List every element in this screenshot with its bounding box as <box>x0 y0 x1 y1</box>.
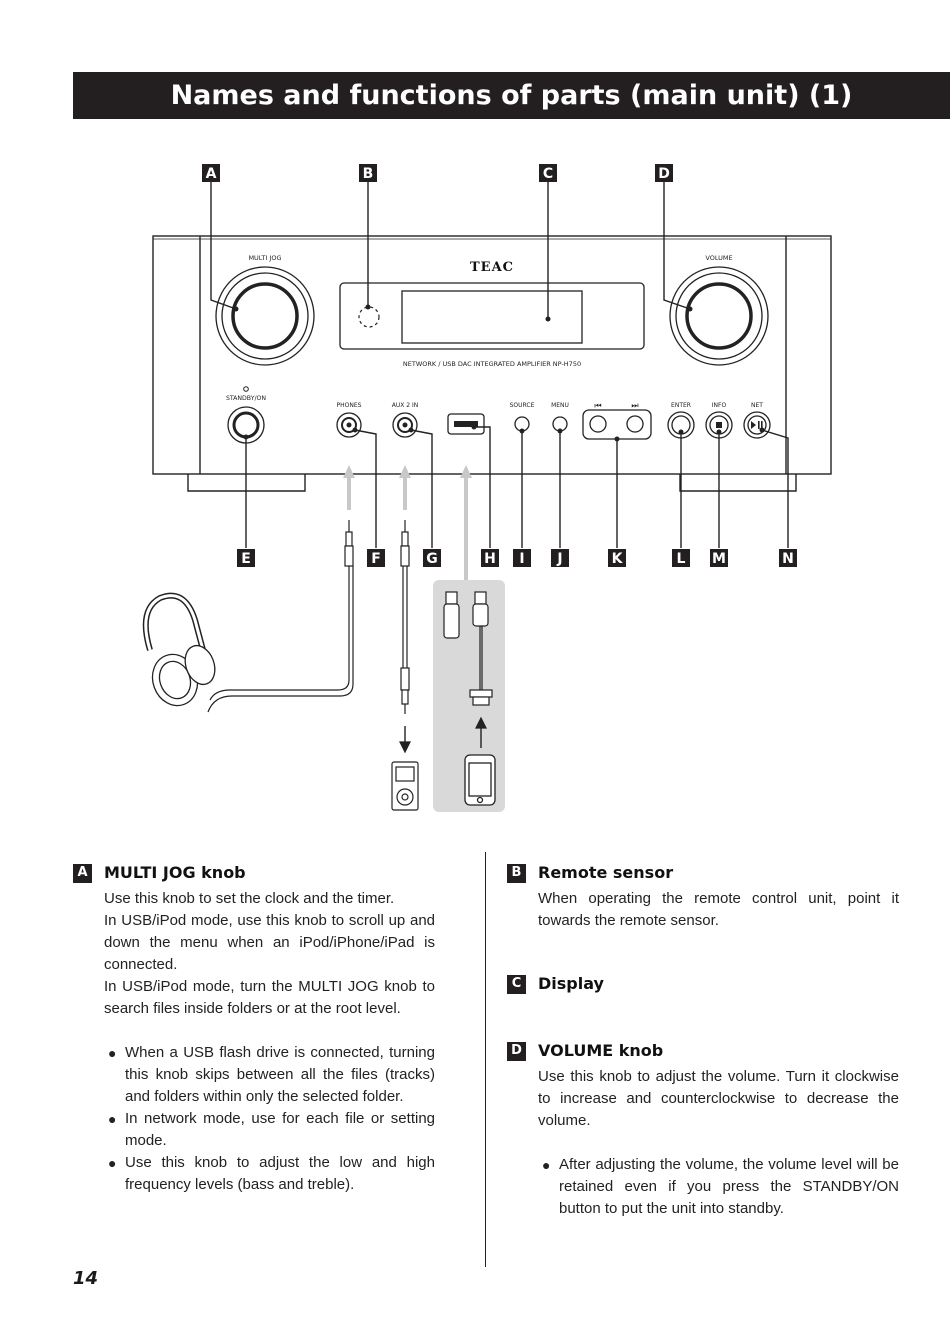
standby-label: STANDBY/ON <box>226 395 266 402</box>
callout-n: N <box>782 551 794 567</box>
column-divider <box>485 852 486 1267</box>
callout-e: E <box>241 551 251 567</box>
skip-buttons <box>582 409 652 440</box>
callout-c: C <box>543 166 553 182</box>
front-panel-diagram: MULTI JOG VOLUME TEAC NETWORK / USB DAC … <box>142 164 832 812</box>
section-badge-b: B <box>507 863 526 883</box>
section-multi-jog: A MULTI JOG knob Use this knob to set th… <box>73 860 435 1196</box>
iphone-icon <box>464 754 496 806</box>
section-badge-c: C <box>507 974 526 994</box>
callout-b: B <box>363 166 374 182</box>
callout-m: M <box>712 551 726 567</box>
callout-l: L <box>677 551 686 567</box>
unit-body <box>152 235 832 492</box>
top-leader-lines <box>210 182 691 319</box>
menu-label: MENU <box>551 402 569 409</box>
section-badge-d: D <box>507 1041 526 1061</box>
callout-f: F <box>371 551 381 567</box>
callout-k: K <box>612 551 624 567</box>
bottom-leader-lines <box>245 426 789 548</box>
paragraph: Use this knob to adjust the volume. Turn… <box>538 1068 899 1129</box>
bottom-callouts: E F G H I J K L M N <box>237 549 797 567</box>
section-badge-a: A <box>73 863 92 883</box>
display-screen <box>401 290 583 344</box>
callout-h: H <box>484 551 496 567</box>
portable-player-icon <box>391 761 419 811</box>
callout-g: G <box>426 551 438 567</box>
ipod-usb-cable <box>469 591 493 748</box>
paragraph: When operating the remote control unit, … <box>538 890 899 929</box>
next-label: ⏭ <box>631 401 638 410</box>
multi-jog-label: MULTI JOG <box>248 254 281 262</box>
usb-port <box>447 413 485 435</box>
brand-logo: TEAC <box>470 260 514 275</box>
prev-label: ⏮ <box>594 401 601 410</box>
phones-label: PHONES <box>337 402 362 409</box>
section-display: C Display <box>507 971 899 999</box>
display-window <box>339 282 645 350</box>
section-title-remote-sensor: Remote sensor <box>538 863 674 882</box>
phones-jack <box>336 412 362 438</box>
remote-sensor <box>358 306 380 328</box>
bullet-list: When a USB flash drive is connected, tur… <box>108 1042 435 1196</box>
page-title: Names and functions of parts (main unit)… <box>73 72 950 119</box>
info-label: INFO <box>712 402 727 409</box>
section-volume: D VOLUME knob Use this knob to adjust th… <box>507 1038 899 1220</box>
insert-arrows <box>343 465 472 580</box>
net-label: NET <box>751 402 763 409</box>
headphone-plug <box>207 520 354 713</box>
aux-label: AUX 2 IN <box>392 402 419 409</box>
aux-jack <box>392 412 418 438</box>
bullet-item: After adjusting the volume, the volume l… <box>542 1154 899 1220</box>
page-number: 14 <box>73 1268 99 1289</box>
bullet-item: In network mode, use for each file or se… <box>108 1108 435 1152</box>
usb-flash-drive-icon <box>443 591 460 639</box>
section-remote-sensor: B Remote sensor When operating the remot… <box>507 860 899 932</box>
volume-knob <box>669 266 769 366</box>
callout-d: D <box>658 166 670 182</box>
model-text: NETWORK / USB DAC INTEGRATED AMPLIFIER N… <box>403 360 581 368</box>
section-title-multi-jog: MULTI JOG knob <box>104 863 246 882</box>
enter-label: ENTER <box>671 402 691 409</box>
callout-j: J <box>556 551 562 567</box>
net-button <box>743 411 771 439</box>
aux-cable <box>399 520 411 754</box>
bullet-item: Use this knob to adjust the low and high… <box>108 1152 435 1196</box>
multi-jog-knob <box>215 266 315 366</box>
source-label: SOURCE <box>510 402 535 409</box>
paragraph: Use this knob to set the clock and the t… <box>104 890 395 907</box>
callout-a: A <box>206 166 217 182</box>
bullet-list: After adjusting the volume, the volume l… <box>542 1154 899 1220</box>
callout-i: I <box>519 551 524 567</box>
headphones-icon <box>142 592 216 707</box>
paragraph: In USB/iPod mode, turn the MULTI JOG kno… <box>104 978 435 1017</box>
section-title-volume: VOLUME knob <box>538 1041 664 1060</box>
paragraph: In USB/iPod mode, use this knob to scrol… <box>104 912 435 973</box>
section-title-display: Display <box>538 974 604 993</box>
top-callouts: A B C D <box>202 164 673 182</box>
volume-label: VOLUME <box>705 254 732 262</box>
bullet-item: When a USB flash drive is connected, tur… <box>108 1042 435 1108</box>
